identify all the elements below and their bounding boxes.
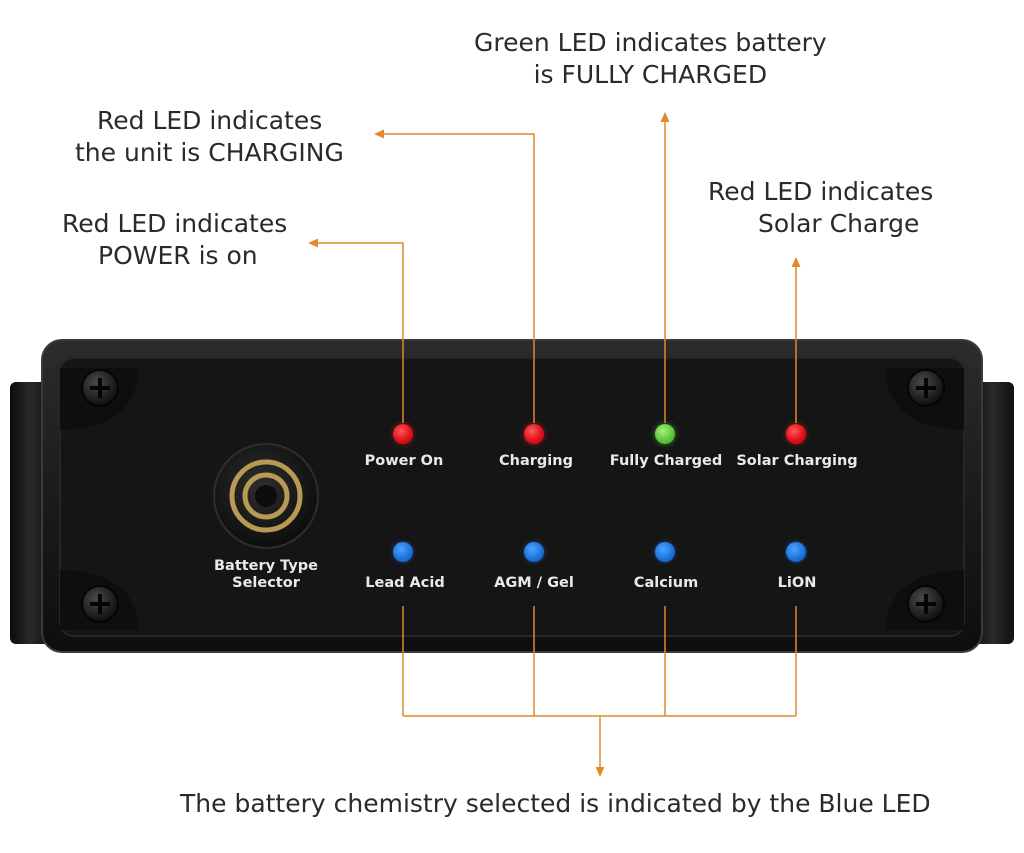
calcium-label: Calcium	[633, 575, 699, 591]
lion-led	[786, 542, 806, 562]
solar-callout-line1: Red LED indicates	[708, 177, 934, 206]
fully-charged-callout-line2: is FULLY CHARGED	[533, 60, 768, 89]
solar-callout: Red LED indicates Solar Charge	[708, 176, 933, 240]
fully-charged-label: Fully Charged	[609, 453, 723, 469]
arrowhead-icon	[660, 112, 670, 122]
power-on-label: Power On	[364, 453, 444, 469]
solar-callout-line2: Solar Charge	[758, 209, 920, 238]
agm-gel-label: AGM / Gel	[494, 575, 574, 591]
fully-charged-callout-line1: Green LED indicates battery	[474, 28, 827, 57]
chemistry-callout: The battery chemistry selected is indica…	[180, 789, 931, 818]
arrowhead-icon	[308, 238, 318, 248]
calcium-led	[655, 542, 675, 562]
charging-callout: Red LED indicates the unit is CHARGING	[75, 105, 344, 169]
solar-charging-label: Solar Charging	[736, 453, 858, 469]
battery-type-selector-icon	[213, 443, 319, 549]
selector-label-line2: Selector	[232, 575, 300, 591]
power-callout-line2: POWER is on	[98, 241, 258, 270]
charging-arrow-line	[382, 133, 535, 423]
fully-charged-led	[655, 424, 675, 444]
fully-charged-callout: Green LED indicates battery is FULLY CHA…	[474, 27, 827, 91]
left-flange	[10, 382, 50, 644]
lion-label: LiON	[777, 575, 817, 591]
charging-callout-line2: the unit is CHARGING	[75, 138, 344, 167]
power-callout: Red LED indicates POWER is on	[62, 208, 287, 272]
lead-acid-led	[393, 542, 413, 562]
selector-label-line1: Battery Type	[213, 558, 319, 574]
battery-type-selector-label: Battery Type Selector	[214, 558, 318, 592]
power-callout-line1: Red LED indicates	[62, 209, 288, 238]
solar-charging-led	[786, 424, 806, 444]
arrowhead-icon	[791, 257, 801, 267]
screw-icon	[886, 570, 964, 630]
charging-led	[524, 424, 544, 444]
charging-callout-line1: Red LED indicates	[97, 106, 323, 135]
front-panel	[59, 357, 965, 637]
charging-label: Charging	[499, 453, 573, 469]
screw-icon	[886, 368, 964, 430]
agm-gel-led	[524, 542, 544, 562]
arrowhead-icon	[595, 767, 605, 777]
lead-acid-label: Lead Acid	[365, 575, 445, 591]
screw-icon	[60, 570, 138, 630]
power-arrow-line	[316, 242, 404, 423]
screw-icon	[60, 368, 138, 430]
arrowhead-icon	[374, 129, 384, 139]
power-on-led	[393, 424, 413, 444]
